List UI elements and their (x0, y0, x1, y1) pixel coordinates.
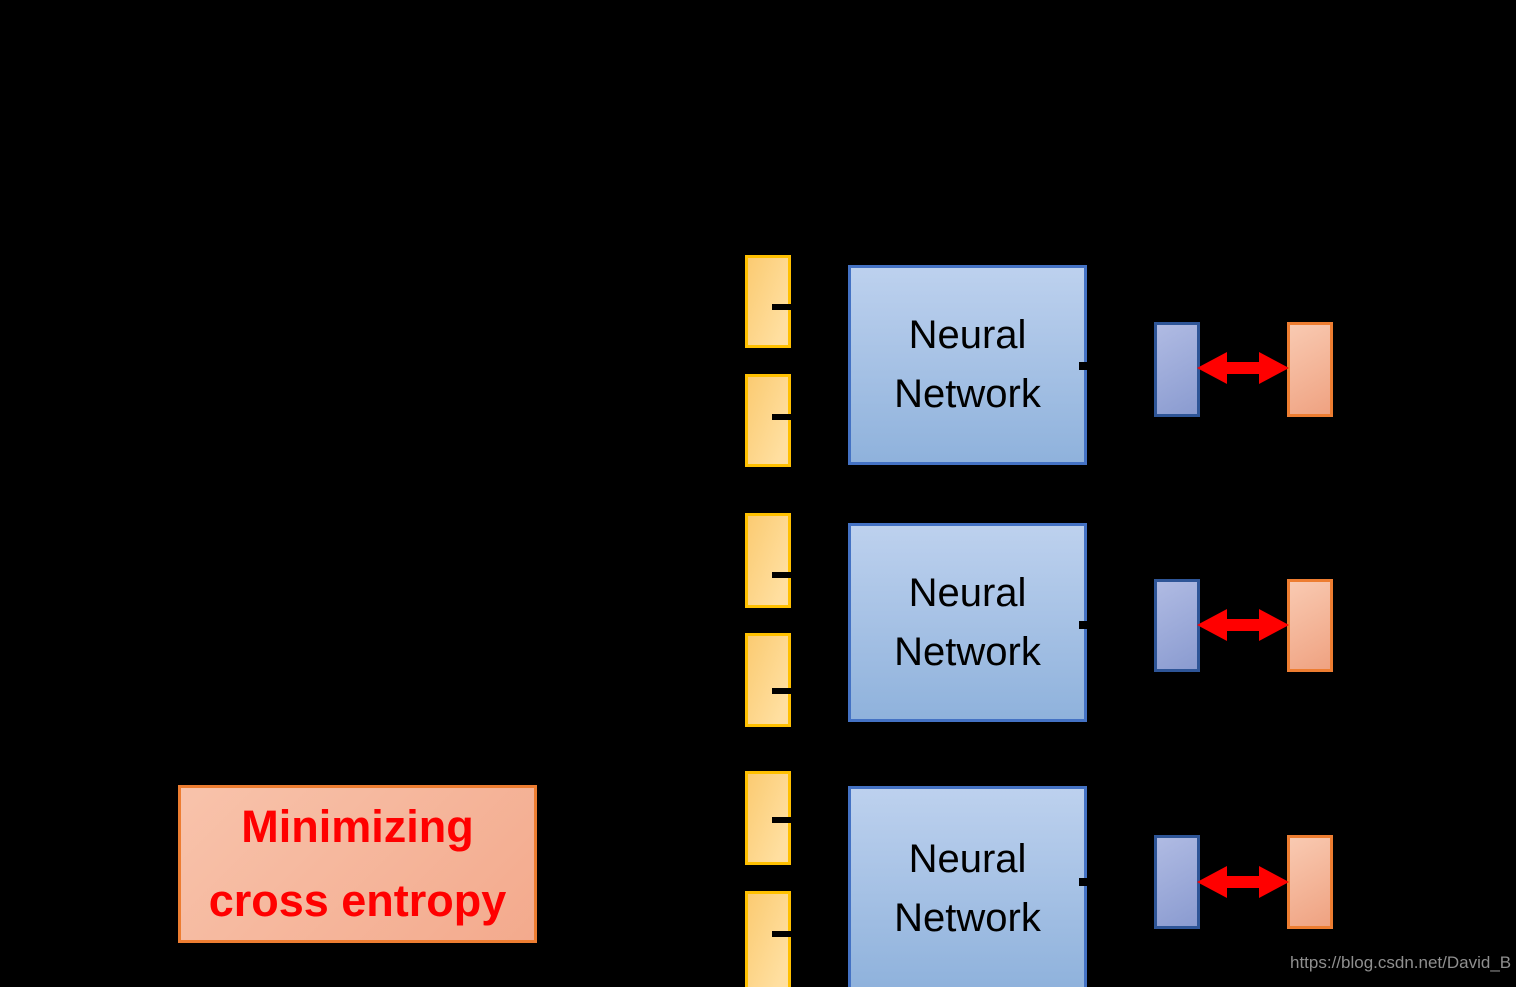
neural-network-label-line1: Neural (908, 570, 1027, 615)
ground-truth-vector (1287, 835, 1333, 929)
neural-network-label-line2: Network (894, 372, 1041, 416)
input-vector (745, 633, 791, 727)
connector-dash (772, 572, 806, 578)
loss-label-line1: Minimizing (241, 801, 474, 852)
input-vector (745, 255, 791, 348)
connector-dash (772, 414, 806, 420)
prediction-vector (1154, 579, 1200, 672)
prediction-vector (1154, 835, 1200, 929)
double-arrow-icon (1197, 866, 1289, 898)
double-arrow-icon (1197, 352, 1289, 384)
neural-network-box: Neural Network (848, 523, 1087, 722)
watermark: https://blog.csdn.net/David_B (1290, 953, 1512, 972)
connector-dash (1079, 621, 1159, 629)
ground-truth-vector (1287, 579, 1333, 672)
input-vector (745, 513, 791, 608)
loss-label-line2: cross entropy (208, 875, 507, 926)
prediction-vector (1154, 322, 1200, 417)
neural-network-label-line2: Network (894, 629, 1041, 674)
neural-network-label-line1: Neural (908, 836, 1027, 881)
neural-network-box: Neural Network (848, 265, 1087, 465)
double-arrow-icon (1197, 609, 1289, 641)
connector-dash (772, 817, 806, 823)
neural-network-label-line1: Neural (908, 313, 1027, 357)
input-vector (745, 374, 791, 467)
neural-network-box: Neural Network (848, 786, 1087, 987)
ground-truth-vector (1287, 322, 1333, 417)
connector-dash (772, 688, 806, 694)
neural-network-label-line2: Network (894, 895, 1041, 940)
connector-dash (772, 931, 806, 937)
connector-dash (1079, 878, 1159, 886)
input-vector (745, 891, 791, 987)
connector-dash (1079, 362, 1159, 370)
connector-dash (772, 304, 806, 310)
loss-label-box: Minimizing cross entropy (178, 785, 537, 943)
